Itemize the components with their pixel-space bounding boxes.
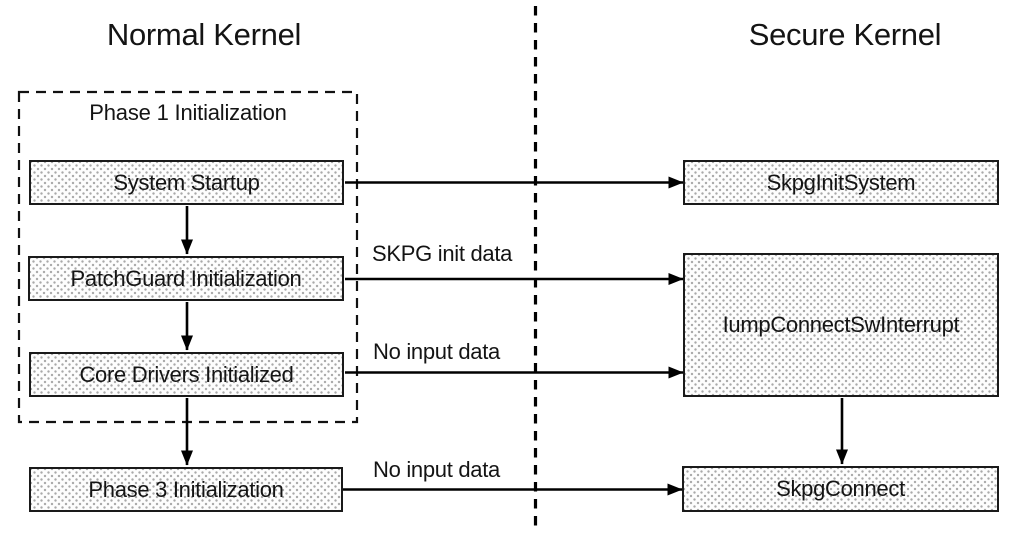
node-iump-connect-sw-interrupt-label: IumpConnectSwInterrupt (722, 312, 960, 337)
node-phase3-initialization: Phase 3 Initialization (29, 467, 343, 512)
node-system-startup-label: System Startup (113, 169, 260, 195)
node-skpg-init-system: SkpgInitSystem (683, 160, 999, 205)
node-system-startup: System Startup (29, 160, 344, 205)
node-core-drivers-initialized: Core Drivers Initialized (29, 352, 344, 397)
node-core-drivers-initialized-label: Core Drivers Initialized (79, 361, 294, 387)
edge-label-no-input-data-core-drivers: No input data (373, 339, 500, 364)
node-skpg-connect: SkpgConnect (682, 466, 999, 512)
node-patchguard-initialization: PatchGuard Initialization (28, 256, 344, 301)
node-phase3-initialization-label: Phase 3 Initialization (88, 476, 284, 502)
edge-label-no-input-data-phase3: No input data (373, 457, 500, 482)
node-skpg-connect-label: SkpgConnect (776, 476, 905, 501)
phase1-group-label: Phase 1 Initialization (89, 100, 287, 125)
secure-kernel-title: Secure Kernel (748, 17, 942, 52)
edge-label-skpg-init-data: SKPG init data (372, 241, 513, 266)
node-iump-connect-sw-interrupt: IumpConnectSwInterrupt (683, 253, 999, 397)
node-patchguard-initialization-label: PatchGuard Initialization (70, 265, 302, 291)
normal-kernel-title: Normal Kernel (106, 17, 302, 52)
node-skpg-init-system-label: SkpgInitSystem (766, 169, 916, 195)
